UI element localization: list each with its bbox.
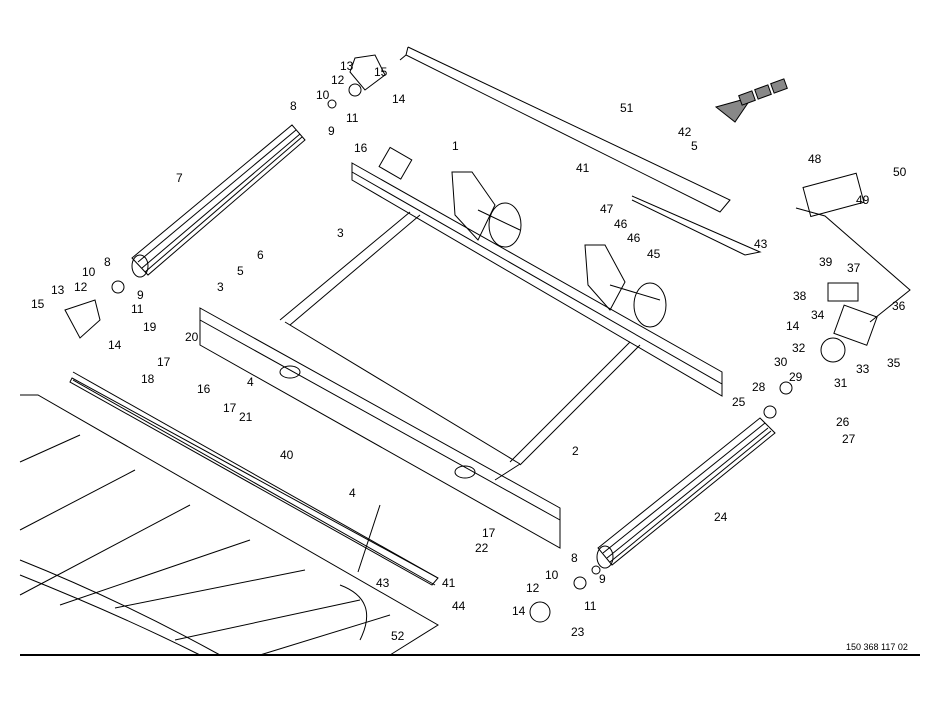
callout-5: 5 — [691, 139, 698, 153]
callout-7: 7 — [176, 171, 183, 185]
callout-9: 9 — [137, 288, 144, 302]
callout-46: 46 — [614, 217, 628, 231]
callout-3: 3 — [217, 280, 224, 294]
callout-9: 9 — [599, 572, 606, 586]
guide-strip — [69, 377, 439, 586]
callout-43: 43 — [376, 576, 390, 590]
callout-15: 15 — [374, 65, 388, 79]
callout-11: 11 — [346, 111, 359, 125]
callout-41: 41 — [576, 161, 590, 175]
callout-52: 52 — [391, 629, 405, 643]
callout-33: 33 — [856, 362, 870, 376]
callout-29: 29 — [789, 370, 803, 384]
callout-42: 42 — [678, 125, 692, 139]
callout-51: 51 — [620, 101, 634, 115]
rear-beam — [351, 146, 723, 397]
callout-20: 20 — [185, 330, 199, 344]
callout-27: 27 — [842, 432, 856, 446]
callout-6: 6 — [257, 248, 264, 262]
callout-46: 46 — [627, 231, 641, 245]
callout-38: 38 — [793, 289, 807, 303]
callout-13: 13 — [340, 59, 354, 73]
front-beam — [199, 307, 561, 549]
callout-37: 37 — [847, 261, 861, 275]
top-strip — [399, 46, 762, 256]
callout-25: 25 — [732, 395, 746, 409]
callout-8: 8 — [290, 99, 297, 113]
drawing-number: 150 368 117 02 — [846, 642, 908, 652]
callout-30: 30 — [774, 355, 788, 369]
callout-50: 50 — [893, 165, 907, 179]
callout-12: 12 — [526, 581, 540, 595]
bearing-housing-15 — [64, 54, 878, 623]
callout-17: 17 — [157, 355, 171, 369]
callout-10: 10 — [316, 88, 330, 102]
callout-22: 22 — [475, 541, 489, 555]
drive-units — [451, 171, 667, 328]
callout-44: 44 — [452, 599, 466, 613]
callout-26: 26 — [836, 415, 850, 429]
callout-10: 10 — [545, 568, 559, 582]
callout-43: 43 — [754, 237, 768, 251]
callout-17: 17 — [223, 401, 237, 415]
callout-12: 12 — [74, 280, 88, 294]
callout-21: 21 — [239, 410, 253, 424]
callout-32: 32 — [792, 341, 806, 355]
direction-arrow-icon — [714, 78, 788, 123]
callout-15: 15 — [31, 297, 45, 311]
callout-12: 12 — [331, 73, 345, 87]
callout-14: 14 — [786, 319, 800, 333]
roller-right — [596, 417, 776, 569]
callout-1: 1 — [452, 139, 459, 153]
callout-14: 14 — [512, 604, 526, 618]
conveyor-belt — [19, 207, 911, 656]
callout-18: 18 — [141, 372, 155, 386]
callout-9: 9 — [328, 124, 335, 138]
callout-2: 2 — [572, 444, 579, 458]
callout-35: 35 — [887, 356, 901, 370]
callout-8: 8 — [104, 255, 111, 269]
callout-36: 36 — [892, 299, 906, 313]
callout-16: 16 — [354, 141, 368, 155]
callout-23: 23 — [571, 625, 585, 639]
callout-24: 24 — [714, 510, 728, 524]
callout-31: 31 — [834, 376, 848, 390]
callout-39: 39 — [819, 255, 833, 269]
callout-4: 4 — [247, 375, 254, 389]
callout-19: 19 — [143, 320, 157, 334]
callout-13: 13 — [51, 283, 65, 297]
callout-17: 17 — [482, 526, 496, 540]
callout-47: 47 — [600, 202, 614, 216]
frame-tubes — [279, 211, 641, 481]
callout-41: 41 — [442, 576, 456, 590]
callout-45: 45 — [647, 247, 661, 261]
callout-16: 16 — [197, 382, 211, 396]
callout-40: 40 — [280, 448, 294, 462]
callout-34: 34 — [811, 308, 825, 322]
callout-14: 14 — [108, 338, 122, 352]
callout-48: 48 — [808, 152, 822, 166]
callout-11: 11 — [584, 599, 597, 613]
callout-3: 3 — [337, 226, 344, 240]
callout-5: 5 — [237, 264, 244, 278]
roller-left — [131, 124, 306, 278]
callout-10: 10 — [82, 265, 96, 279]
callout-11: 11 — [131, 302, 144, 316]
callout-8: 8 — [571, 551, 578, 565]
callout-4: 4 — [349, 486, 356, 500]
callout-14: 14 — [392, 92, 406, 106]
callout-49: 49 — [856, 193, 870, 207]
callout-28: 28 — [752, 380, 766, 394]
